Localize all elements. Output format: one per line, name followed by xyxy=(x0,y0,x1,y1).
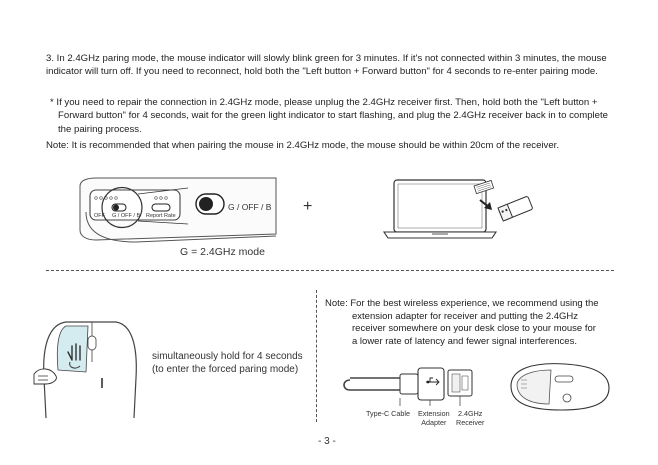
label-type-c-cable: Type-C Cable xyxy=(366,409,410,418)
label-extension-adapter-line-1: Extension xyxy=(418,409,450,418)
label-receiver-line-1: 2.4GHz xyxy=(458,409,483,418)
label-receiver-line-2: Receiver xyxy=(456,418,485,427)
cable-adapter-receiver-figure xyxy=(340,356,490,406)
mouse-top-hand-illustration xyxy=(33,321,137,419)
note-line-4: a lower rate of latency and fewer signal… xyxy=(352,335,577,347)
mouse-bottom-illustration xyxy=(79,177,277,243)
mouse-side-figure xyxy=(505,358,613,414)
hold-instruction-line-2: (to enter the forced paring mode) xyxy=(152,364,299,375)
mode-label: G = 2.4GHz mode xyxy=(180,246,265,258)
section-divider xyxy=(46,270,614,271)
hold-instruction: simultaneously hold for 4 seconds (to en… xyxy=(152,350,317,376)
note-line-1: Note: For the best wireless experience, … xyxy=(325,298,599,309)
laptop-receiver-figure xyxy=(380,176,550,242)
page-number: - 3 - xyxy=(318,436,336,447)
label-receiver: 2.4GHz Receiver xyxy=(456,409,484,427)
extension-cable-illustration xyxy=(343,367,473,406)
note-line-3: receiver somewhere on your desk close to… xyxy=(352,323,596,335)
switch-label-g-off-b: G / OFF / B xyxy=(228,202,272,212)
mouse-bottom-switch-figure: OFF G / OFF / B Report Rate G / OFF / B xyxy=(76,176,286,248)
laptop-icon xyxy=(382,179,533,239)
label-extension-adapter-line-2: Adapter xyxy=(421,418,447,427)
repair-connection-note: * If you need to repair the connection i… xyxy=(50,97,609,135)
instruction-step-3: 3. In 2.4GHz paring mode, the mouse indi… xyxy=(46,53,607,78)
switch-label-off: OFF xyxy=(94,213,105,219)
mouse-hold-figure xyxy=(30,318,150,422)
switch-label-g-off-b-small: G / OFF / B xyxy=(112,213,141,219)
switch-label-report-rate: Report Rate xyxy=(146,213,176,219)
note-line-2: extension adapter for receiver and putti… xyxy=(352,310,579,322)
wireless-experience-note: Note: For the best wireless experience, … xyxy=(325,298,615,348)
hold-instruction-line-1: simultaneously hold for 4 seconds xyxy=(152,351,303,362)
label-extension-adapter: Extension Adapter xyxy=(418,409,450,427)
pairing-distance-note: Note: It is recommended that when pairin… xyxy=(46,140,560,151)
plus-sign: + xyxy=(303,198,313,215)
vertical-divider xyxy=(316,290,317,422)
mouse-side-illustration xyxy=(510,363,610,411)
